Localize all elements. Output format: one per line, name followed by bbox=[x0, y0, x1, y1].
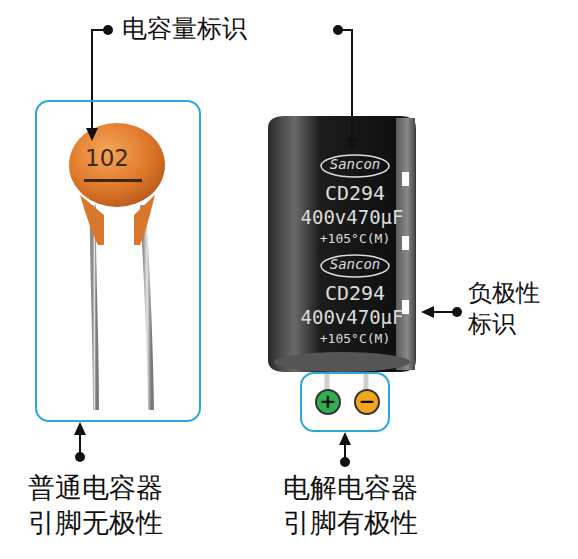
capacitance-code: 102 bbox=[85, 144, 129, 173]
type-caption: 普通电容器 引脚无极性 bbox=[28, 470, 180, 540]
callout-label: 电容量标识 bbox=[122, 13, 247, 46]
type-caption: 电解电容器 引脚有极性 bbox=[283, 470, 435, 540]
pin-frame: +− bbox=[300, 372, 390, 432]
temp-text: +105°C(M) bbox=[320, 232, 390, 246]
brand-text: Sancon bbox=[330, 157, 381, 172]
brand-text: Sancon bbox=[330, 257, 381, 272]
negative-mark: − bbox=[354, 389, 380, 415]
series-text: CD294 bbox=[325, 282, 385, 304]
callout-label: 负极性 标识 bbox=[468, 278, 550, 340]
ceramic-frame: 102 bbox=[35, 100, 201, 422]
electrolytic-capacitor bbox=[268, 116, 416, 395]
temp-text: +105°C(M) bbox=[320, 332, 390, 346]
ceramic-capacitor bbox=[69, 123, 165, 410]
rating-text: 400v470μF bbox=[301, 307, 404, 328]
positive-mark: + bbox=[315, 389, 341, 415]
series-text: CD294 bbox=[325, 182, 385, 204]
rating-text: 400v470μF bbox=[301, 207, 404, 228]
leader-lines bbox=[74, 25, 462, 467]
